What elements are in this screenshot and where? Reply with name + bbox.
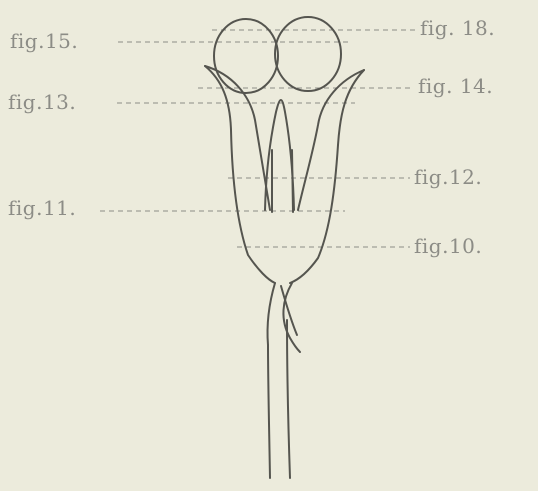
stem-right: [287, 320, 290, 478]
label-fig12: fig.12.: [414, 167, 482, 187]
label-fig10: fig.10.: [414, 236, 482, 256]
label-fig15: fig.15.: [10, 31, 78, 51]
left-anther: [214, 19, 278, 93]
central-petal: [265, 100, 294, 210]
stem-left: [268, 345, 270, 478]
label-fig18: fig. 18.: [420, 18, 495, 38]
receptacle: [267, 283, 275, 345]
label-fig11: fig.11.: [8, 198, 76, 218]
bract: [283, 283, 300, 352]
label-fig13: fig.13.: [8, 92, 76, 112]
right-anther: [275, 17, 341, 91]
stamen-right: [292, 150, 293, 212]
label-fig14: fig. 14.: [418, 76, 493, 96]
